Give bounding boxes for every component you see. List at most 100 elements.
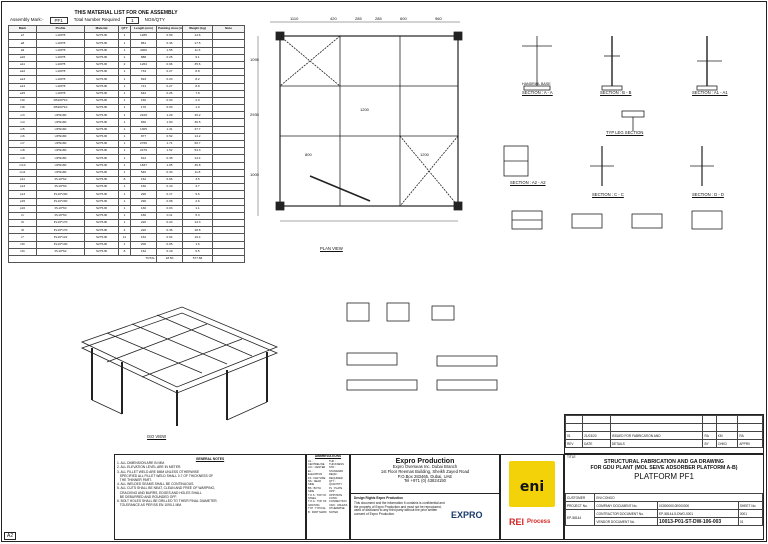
material-cell: S275JR (84, 104, 119, 113)
material-cell: 8.2 (182, 75, 213, 84)
material-cell: 642 (130, 89, 157, 98)
sheet-value: 0001 (737, 509, 764, 518)
plan-dim-top-0: 1110 (290, 16, 299, 21)
vendor-doc-value: 10013-P01-ST-DW-106-003 (657, 517, 739, 526)
material-cell (212, 247, 245, 257)
material-cell (212, 175, 245, 185)
material-cell: 0.52 (156, 132, 183, 142)
material-cell: L100*8 (36, 60, 85, 70)
material-cell: 9.1 (182, 53, 213, 62)
material-cell: UPN180 (36, 147, 85, 156)
material-cell: 1.1 (182, 204, 213, 213)
material-cell: PL16*170 (36, 219, 85, 228)
material-cell (212, 82, 245, 91)
company-doc-label: COMPANY DOCUMENT No. (594, 501, 659, 510)
material-cell: 162 (130, 247, 157, 257)
section-a2-label: SECTION : A2 - A2 (510, 180, 546, 185)
material-list: THIS MATERIAL LIST FOR ONE ASSEMBLY Asse… (8, 10, 245, 264)
plan-dim-inner-1: 800 (305, 152, 312, 157)
eni-logo-icon (509, 461, 555, 507)
material-cell (212, 39, 245, 48)
contractor-doc-value: EP-58144-5-DWG-0001 (657, 509, 739, 518)
material-cell: t6 (8, 219, 37, 228)
rev-empty-3 (609, 415, 704, 424)
material-cell: 36.8 (182, 161, 213, 170)
material-cell: 290 (130, 190, 157, 199)
material-cell: m9 (8, 154, 37, 163)
plan-dim-inner-2: 1200 (420, 152, 430, 157)
material-cell (212, 154, 245, 163)
material-cell: 1 (118, 240, 131, 249)
material-cell: 8 (118, 175, 131, 185)
material-cell: 160 (130, 183, 157, 192)
material-cell: UPN180 (36, 168, 85, 177)
rev-value: 01 (737, 517, 764, 526)
sheet-label: SHEET No. (737, 501, 764, 510)
material-cell: 693 (130, 75, 157, 84)
material-cell: 4 (118, 226, 131, 235)
material-cell: S275JR (84, 175, 119, 185)
material-cell: PL16*122 (36, 233, 85, 242)
material-cell: m6 (8, 132, 37, 142)
section-aa-label: SECTION : A - A (522, 90, 553, 95)
material-cell: S275JR (84, 60, 119, 70)
material-cell: 0.23 (156, 219, 183, 228)
material-cell: S275JR (84, 125, 119, 134)
assembly-header: Assembly Mark:- PF1 Total Number Require… (8, 17, 244, 24)
material-cell (212, 96, 245, 106)
material-cell: 1 (118, 53, 131, 62)
rev-chk: KM (715, 431, 739, 440)
material-cell: 1.31 (156, 125, 183, 134)
material-cell: a14 (8, 82, 37, 91)
material-cell: 18.8 (182, 226, 213, 235)
material-cell: 0.03 (156, 204, 183, 213)
material-cell: 1 (118, 161, 131, 170)
material-cell: 0.33 (156, 168, 183, 177)
material-cell: 1 (118, 111, 131, 120)
material-cell: 0.03 (156, 96, 183, 106)
general-note: 5. ALL CUTS SHALL BE NEAT, CLEAN AND FRE… (117, 486, 215, 491)
abbreviation-item: OPP : OPPOSITE (329, 490, 343, 497)
rev-empty-5 (715, 415, 739, 424)
material-col-header: QTY (118, 24, 131, 34)
material-cell: PL10*290 (36, 190, 85, 199)
abbreviation-item: T.O.S : TOP OF STEEL (308, 493, 327, 501)
material-cell: 1 (118, 168, 131, 177)
material-cell: 1.6 (182, 240, 213, 249)
abbreviation-item: T.O.G : TOP OF GRATING (308, 500, 327, 507)
abbreviation-item: PL : PLATE (329, 486, 343, 490)
title-line2: FOR GDU PLANT (MOL SEIVE ADSORBER PLATFO… (590, 465, 738, 471)
material-cell: 11 (118, 233, 131, 242)
material-cell (212, 197, 245, 206)
material-col-header: Weight (kg) (182, 24, 213, 34)
material-cell (212, 125, 245, 134)
material-cell: 1 (118, 147, 131, 156)
material-cell: 7.8 (182, 89, 213, 98)
plan-dim-left-1: 2930 (250, 112, 260, 117)
general-note: 3. ALL FILLET WELD ARE 6MM UNLESS OTHERW… (117, 469, 200, 474)
abbreviation-item: CONN : CONNECTION (329, 497, 347, 504)
material-cell (212, 68, 245, 77)
abbreviation-item: EL : ELEVATION (308, 469, 323, 477)
material-cell: 1 (118, 211, 131, 221)
material-cell: PL10*62 (36, 175, 85, 185)
plan-dim-top-4: 600 (400, 16, 407, 21)
abbreviation-item: STD : STANDARD (329, 466, 344, 473)
assembly-label: Assembly Mark:- (10, 17, 44, 22)
total-label: Total Number Required (73, 17, 121, 22)
material-cell: f18 (8, 104, 37, 113)
material-cell: f10 (8, 96, 37, 106)
material-cell: 8.8 (182, 68, 213, 77)
rev-empty-2 (582, 415, 611, 424)
